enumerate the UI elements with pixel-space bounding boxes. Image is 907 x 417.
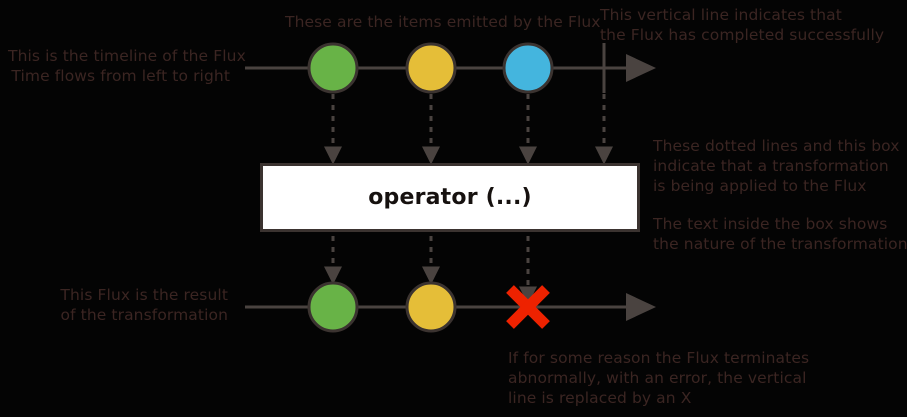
marble-yellow-source[interactable]: [405, 42, 457, 94]
transformation-arrows-in: [324, 94, 613, 165]
annotation-result: This Flux is the result of the transform…: [60, 286, 228, 324]
annotation-transformation: These dotted lines and this box indicate…: [653, 137, 900, 195]
marble-yellow-result[interactable]: [405, 281, 457, 333]
annotation-items-emitted: These are the items emitted by the Flux: [285, 13, 601, 31]
result-timeline-arrowhead: [626, 293, 656, 321]
operator-box[interactable]: operator (...): [260, 163, 640, 232]
marble-green-source[interactable]: [307, 42, 359, 94]
annotation-completion: This vertical line indicates that the Fl…: [600, 6, 885, 44]
transformation-arrows-out: [324, 236, 537, 305]
source-timeline-arrowhead: [626, 54, 656, 82]
error-x-icon: [506, 285, 550, 329]
marble-blue-source[interactable]: [502, 42, 554, 94]
annotation-box-text: The text inside the box shows the nature…: [653, 215, 907, 253]
annotation-error: If for some reason the Flux terminates a…: [508, 349, 810, 407]
result-flux-timeline: [245, 281, 656, 333]
marble-green-result[interactable]: [307, 281, 359, 333]
operator-label: operator (...): [368, 185, 532, 210]
annotation-timeline: This is the timeline of the Flux Time fl…: [8, 47, 246, 85]
source-flux-timeline: [245, 42, 656, 94]
